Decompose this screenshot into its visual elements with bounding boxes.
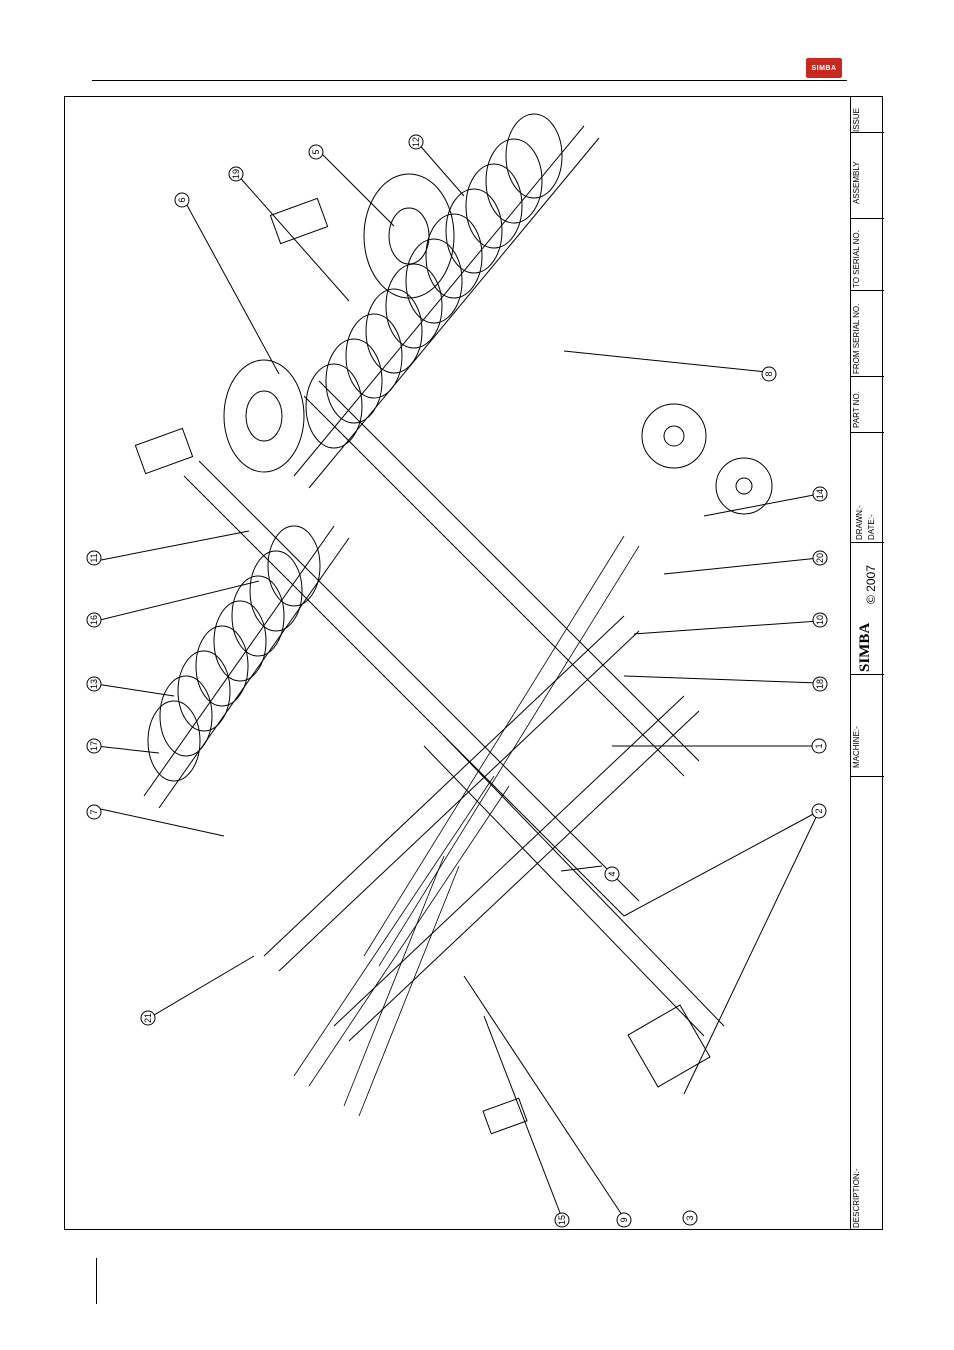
assembly-drawing: 1 2 3 4 5 6 7 8 9 10 11 12 13 14 15 16 1… xyxy=(64,96,850,1230)
tb-separator xyxy=(851,132,884,133)
description-label: DESCRIPTION:- xyxy=(852,1168,862,1228)
callout-16: 16 xyxy=(87,613,101,627)
tb-separator xyxy=(851,290,884,291)
svg-text:16: 16 xyxy=(89,615,99,625)
svg-text:21: 21 xyxy=(143,1013,153,1023)
callout-7: 7 xyxy=(87,805,101,819)
svg-text:19: 19 xyxy=(231,169,241,179)
copyright-text: © 2007 xyxy=(864,565,878,604)
svg-text:5: 5 xyxy=(311,149,321,154)
svg-text:1: 1 xyxy=(814,743,824,748)
simba-title-logo: SIMBA xyxy=(857,623,873,672)
callout-15: 15 xyxy=(555,1213,569,1227)
callout-4: 4 xyxy=(605,867,619,881)
simba-logo: SIMBA xyxy=(806,58,842,78)
callout-5: 5 xyxy=(309,145,323,159)
footer-rule xyxy=(96,1258,97,1304)
svg-text:18: 18 xyxy=(815,679,825,689)
brand-text: SIMBA xyxy=(811,65,836,72)
svg-text:6: 6 xyxy=(177,197,187,202)
part-no-label: PART NO. xyxy=(852,391,862,428)
callout-21: 21 xyxy=(141,1011,155,1025)
tb-separator xyxy=(851,376,884,377)
callout-1: 1 xyxy=(812,739,826,753)
callout-3: 3 xyxy=(683,1211,697,1225)
to-serial-label: TO SERIAL NO. xyxy=(852,230,862,288)
callout-13: 13 xyxy=(87,677,101,691)
callout-18: 18 xyxy=(813,677,827,691)
svg-text:4: 4 xyxy=(607,871,617,876)
machine-label: MACHINE:- xyxy=(852,726,862,768)
svg-text:9: 9 xyxy=(619,1217,629,1222)
callout-20: 20 xyxy=(813,551,827,565)
tb-separator xyxy=(851,432,884,433)
svg-text:8: 8 xyxy=(764,371,774,376)
svg-text:10: 10 xyxy=(815,615,825,625)
callout-2: 2 xyxy=(812,804,826,818)
tb-separator xyxy=(851,218,884,219)
callout-17: 17 xyxy=(87,739,101,753)
callout-10: 10 xyxy=(813,613,827,627)
issue-label: ISSUE xyxy=(852,108,862,132)
drawn-label: DRAWN:- xyxy=(855,505,865,540)
callout-6: 6 xyxy=(175,193,189,207)
svg-text:12: 12 xyxy=(411,137,421,147)
assembly-label: ASSEMBLY xyxy=(852,161,862,204)
svg-text:13: 13 xyxy=(89,679,99,689)
tb-separator xyxy=(851,542,884,543)
tb-separator xyxy=(851,776,884,777)
header-rule xyxy=(92,80,847,81)
callout-14: 14 xyxy=(813,487,827,501)
svg-text:17: 17 xyxy=(89,741,99,751)
svg-text:15: 15 xyxy=(557,1215,567,1225)
date-label: DATE:- xyxy=(867,514,877,540)
callout-19: 19 xyxy=(229,167,243,181)
callout-11: 11 xyxy=(87,551,101,565)
svg-text:2: 2 xyxy=(814,808,824,813)
from-serial-label: FROM SERIAL NO. xyxy=(852,304,862,374)
svg-text:20: 20 xyxy=(815,553,825,563)
callout-12: 12 xyxy=(409,135,423,149)
svg-text:3: 3 xyxy=(685,1215,695,1220)
callout-9: 9 xyxy=(617,1213,631,1227)
svg-text:14: 14 xyxy=(815,489,825,499)
tb-separator xyxy=(851,674,884,675)
callout-8: 8 xyxy=(762,367,776,381)
svg-text:7: 7 xyxy=(89,809,99,814)
svg-text:11: 11 xyxy=(89,553,99,562)
